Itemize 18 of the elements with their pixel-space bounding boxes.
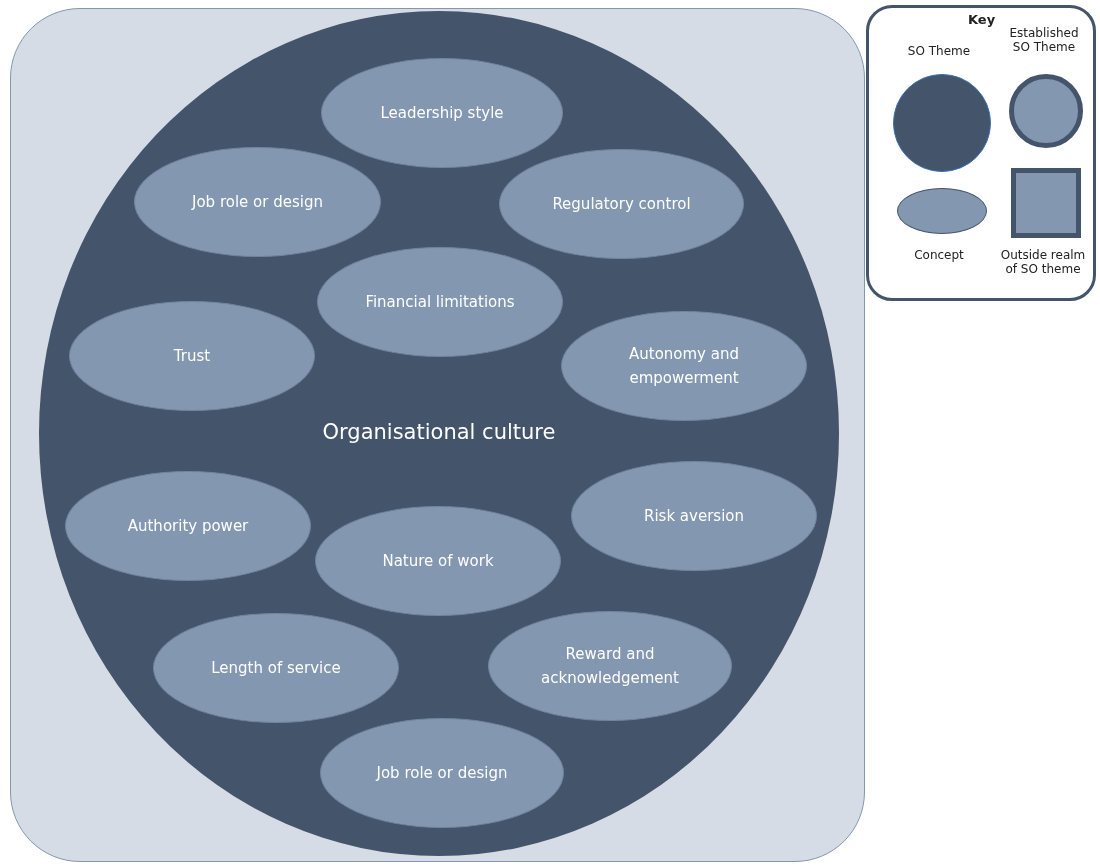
concept-ellipse: Financial limitations xyxy=(317,247,563,357)
legend-label: SO Theme xyxy=(906,44,972,58)
concept-ellipse: Nature of work xyxy=(315,506,561,616)
concept-ellipse: Job role or design xyxy=(320,718,564,828)
concept-ellipse: Risk aversion xyxy=(571,461,817,571)
concept-ellipse: Regulatory control xyxy=(499,149,744,259)
concept-ellipse: Trust xyxy=(69,301,315,411)
concept-ellipse: Reward and acknowledgement xyxy=(488,611,732,721)
legend-label: Established SO Theme xyxy=(1008,26,1080,54)
concept-ellipse: Autonomy and empowerment xyxy=(561,311,807,421)
theme-title: Organisational culture xyxy=(322,419,556,444)
concept-ellipse: Leadership style xyxy=(321,58,563,168)
legend-label: Outside realm of SO theme xyxy=(999,248,1087,276)
legend-label: Concept xyxy=(913,248,965,262)
concept-ellipse: Length of service xyxy=(153,613,399,723)
key-heading: Key xyxy=(968,12,996,27)
concept-ellipse: Job role or design xyxy=(134,147,381,257)
concept-ellipse: Authority power xyxy=(65,471,311,581)
